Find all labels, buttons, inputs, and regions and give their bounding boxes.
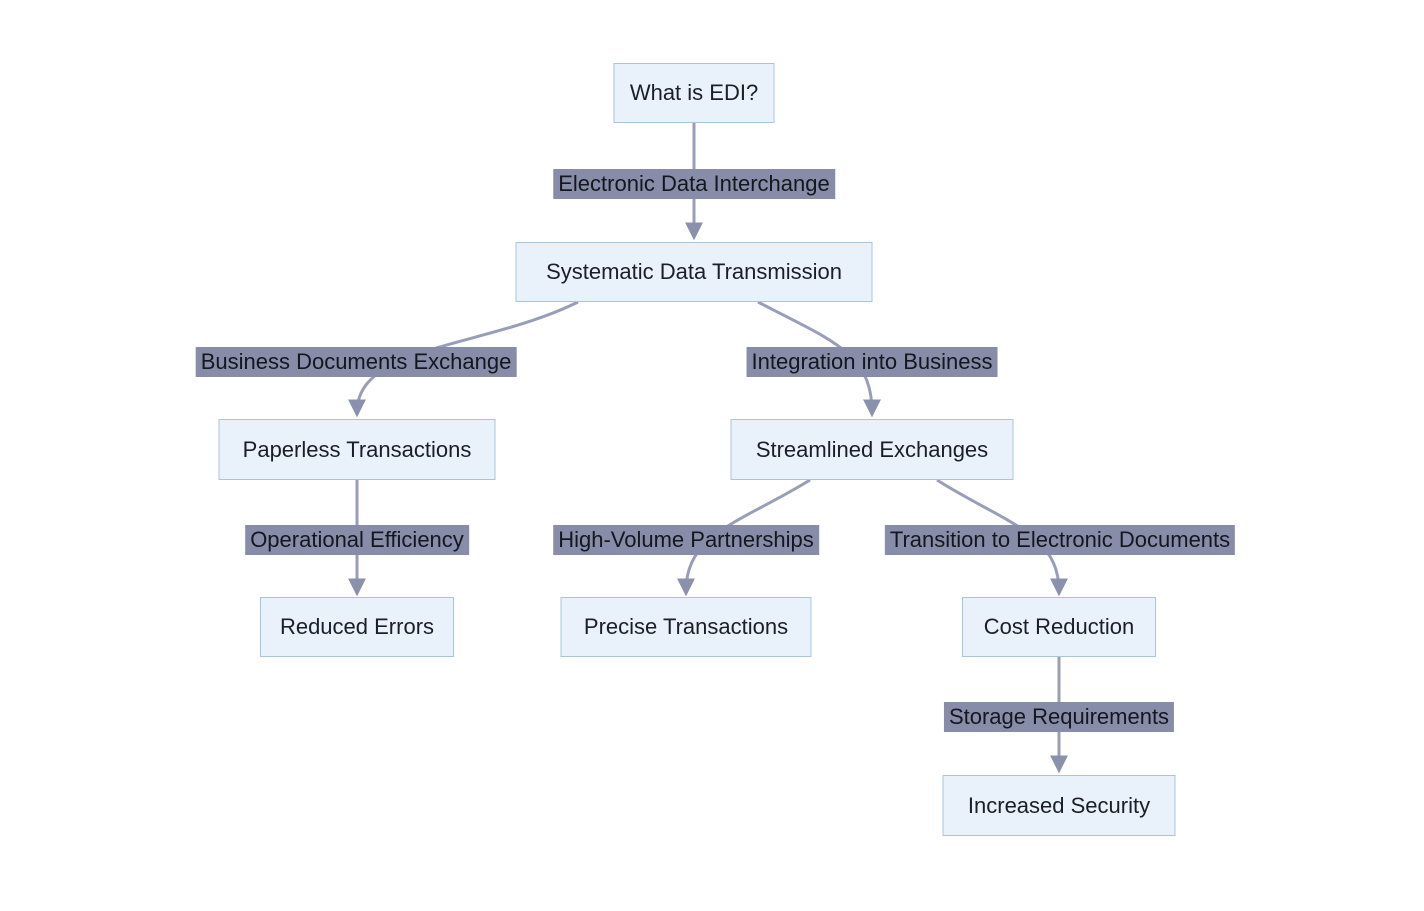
edge-label-electronic-data-interchange: Electronic Data Interchange [553,169,835,199]
edge-label-operational-efficiency: Operational Efficiency [245,525,469,555]
edge-label-storage-requirements: Storage Requirements [943,702,1175,732]
node-paperless-transactions: Paperless Transactions [218,419,496,480]
node-systematic-data-transmission: Systematic Data Transmission [515,242,873,302]
node-reduced-errors: Reduced Errors [260,597,454,657]
edge-label-business-documents-exchange: Business Documents Exchange [195,347,517,377]
edge-label-high-volume-partnerships: High-Volume Partnerships [553,525,819,555]
node-precise-transactions: Precise Transactions [560,597,812,657]
node-what-is-edi: What is EDI? [613,63,775,123]
node-cost-reduction: Cost Reduction [962,597,1156,657]
node-increased-security: Increased Security [942,775,1176,836]
edge-label-integration-into-business: Integration into Business [746,347,998,377]
edge-label-transition-to-electronic-documents: Transition to Electronic Documents [884,525,1236,555]
node-streamlined-exchanges: Streamlined Exchanges [730,419,1014,480]
